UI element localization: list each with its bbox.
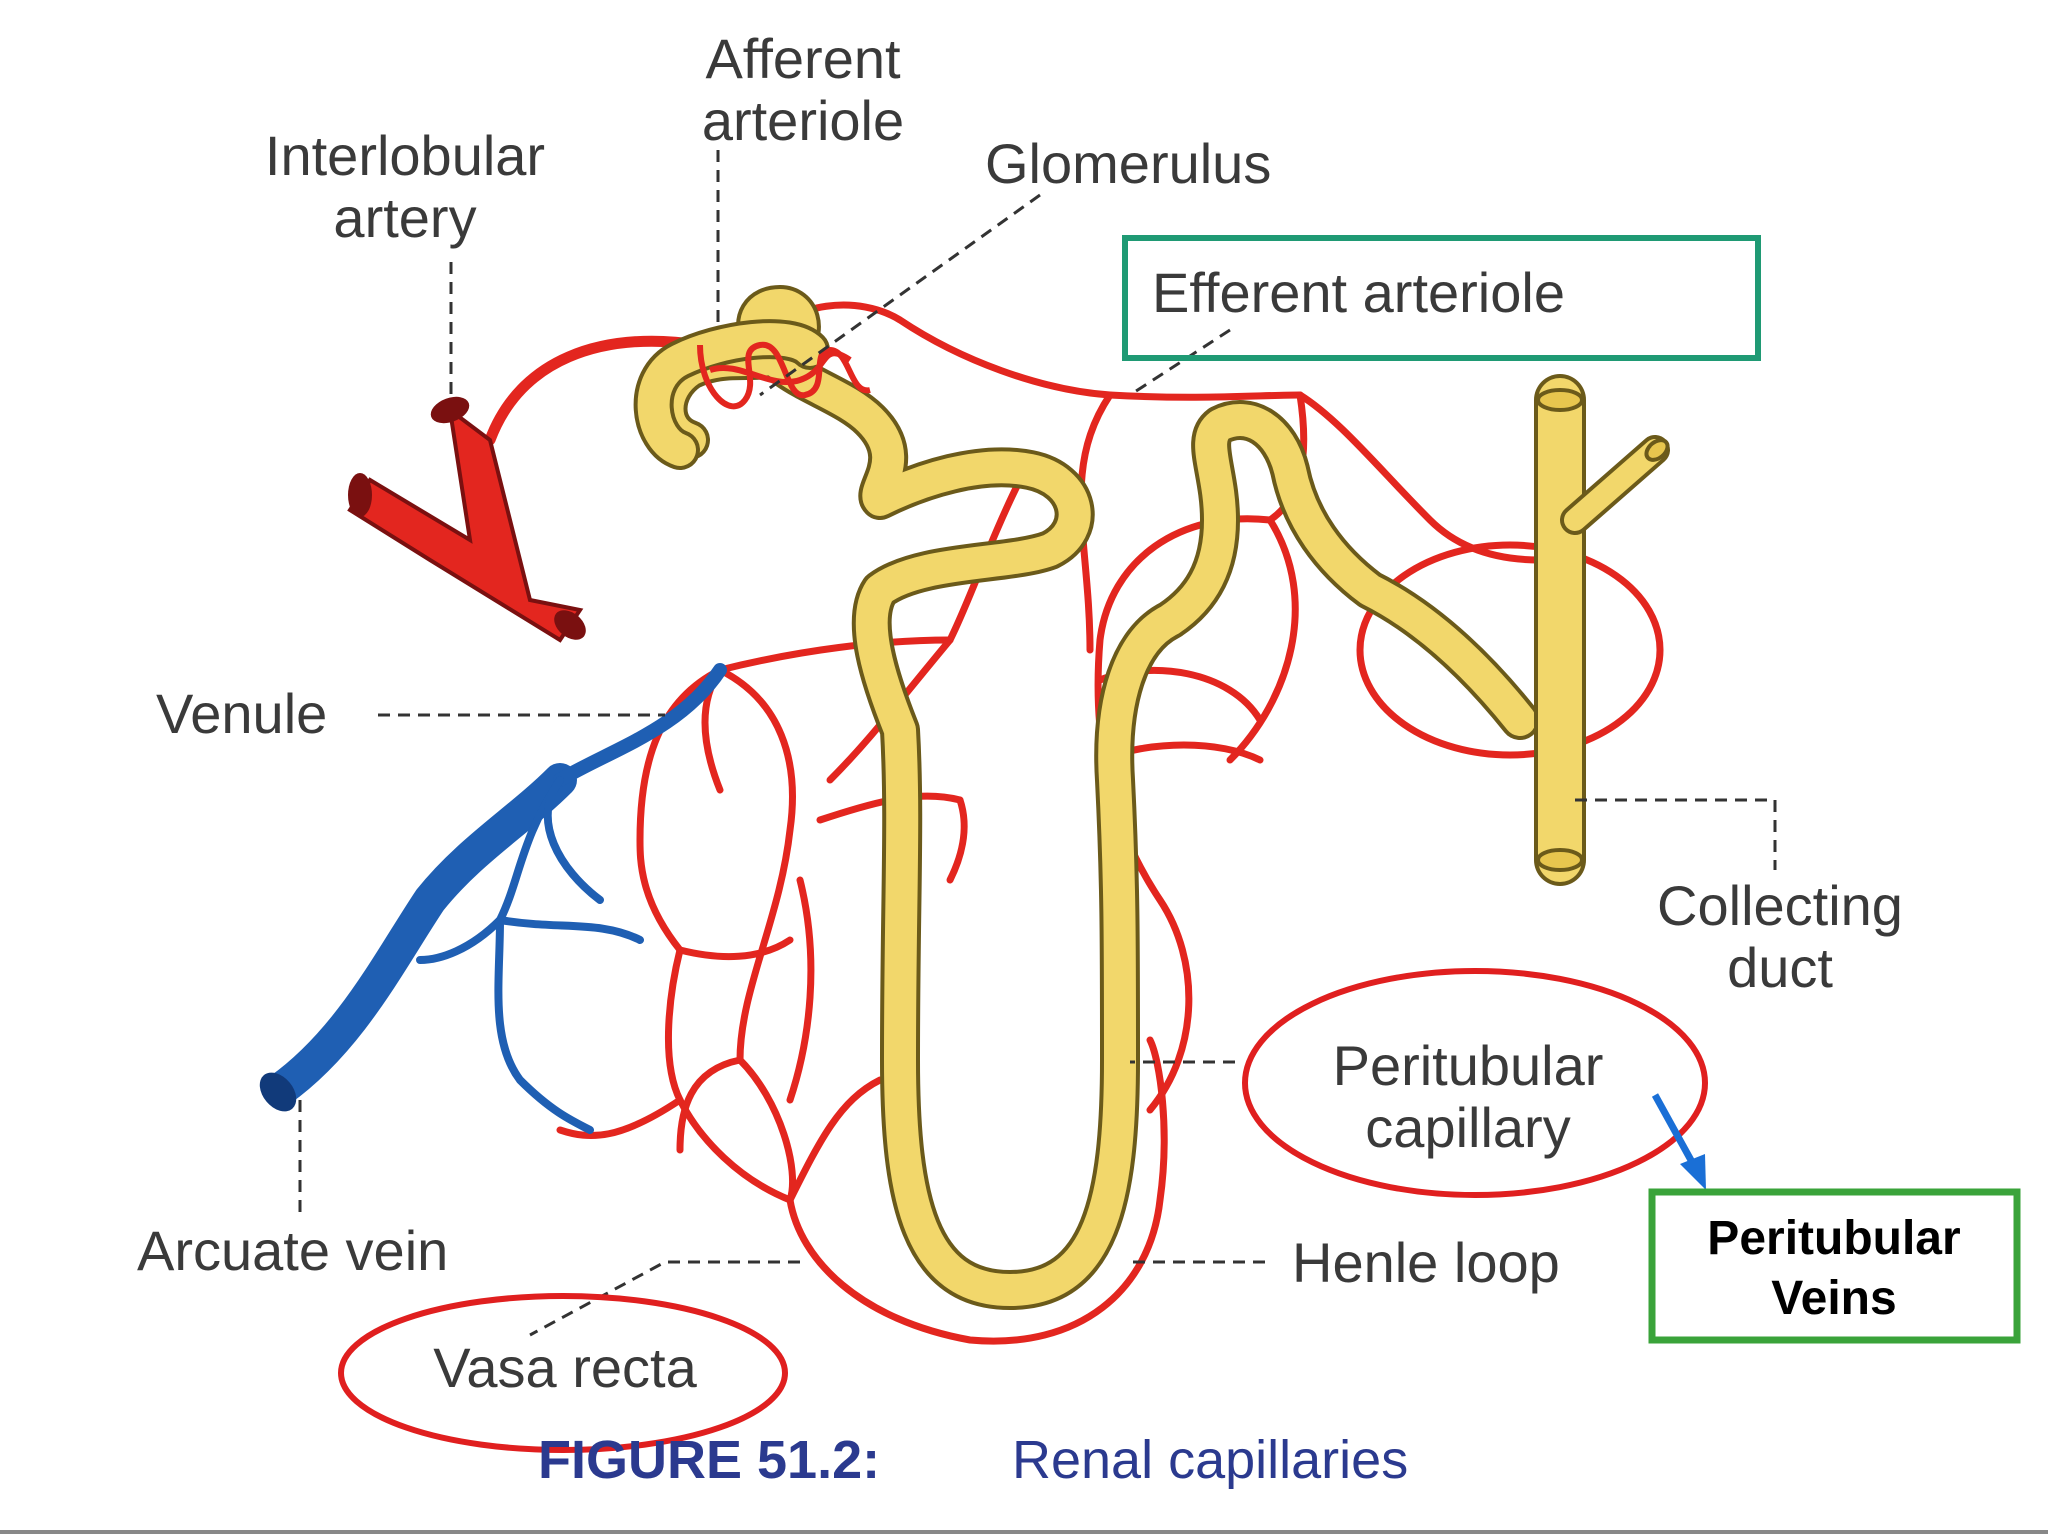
efferent-highlight-box (1122, 235, 1761, 361)
label-interlobular-line1: Interlobular (265, 124, 545, 187)
label-collecting-line1: Collecting (1657, 874, 1903, 937)
arrow-to-veins-note (1651, 1093, 1706, 1190)
arcuate-vein-end (259, 1072, 297, 1112)
venous-network (263, 663, 727, 1134)
nephron-tubule (633, 285, 1670, 1310)
label-venule: Venule (156, 682, 327, 745)
caption-figure-number: FIGURE 51.2: (538, 1430, 880, 1490)
interlobular-artery (347, 396, 586, 643)
peritubular-highlight-circle (1242, 968, 1708, 1198)
note-line2: Veins (1771, 1272, 1896, 1325)
caption-title: Renal capillaries (1012, 1430, 1408, 1490)
label-vasa: Vasa recta (433, 1336, 697, 1399)
label-afferent-line1: Afferent (705, 27, 901, 90)
leader-lines (298, 150, 1777, 1337)
label-henle: Henle loop (1292, 1231, 1560, 1294)
label-peritubular-line2: capillary (1365, 1096, 1570, 1159)
label-efferent: Efferent arteriole (1152, 261, 1565, 324)
label-interlobular-line2: artery (333, 186, 476, 249)
label-glomerulus: Glomerulus (985, 132, 1271, 195)
labels: Afferent arteriole Interlobular artery G… (137, 27, 1903, 1399)
label-arcuate: Arcuate vein (137, 1219, 448, 1282)
glomerulus-coils (697, 341, 871, 410)
label-collecting-line2: duct (1727, 936, 1833, 999)
peritubular-veins-note-box (1648, 1188, 2021, 1344)
vasa-recta-highlight-circle (338, 1293, 788, 1453)
collecting-duct-ends (1536, 388, 1670, 872)
note-line1: Peritubular (1707, 1212, 1960, 1265)
label-peritubular-line1: Peritubular (1333, 1034, 1604, 1097)
label-afferent-line2: arteriole (702, 89, 904, 152)
figure-caption: FIGURE 51.2: Renal capillaries (538, 1430, 1408, 1490)
